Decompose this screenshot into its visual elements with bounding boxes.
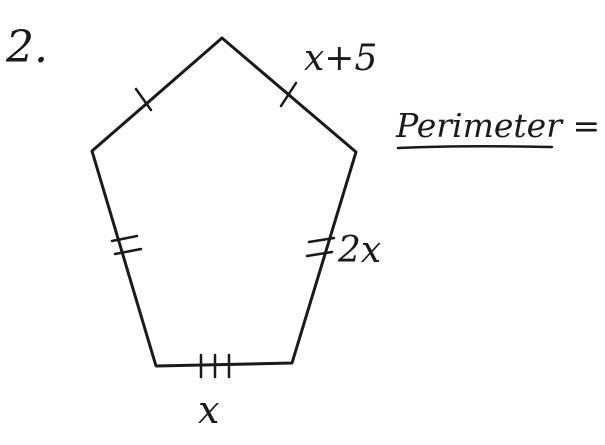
tick-mark-double-left-2: [113, 247, 143, 256]
tick-mark-single-right: [279, 81, 298, 108]
tick-mark-double-left-1: [110, 234, 139, 243]
tick-mark-double-right-2: [305, 250, 334, 258]
tick-mark-double-right-1: [307, 236, 336, 244]
label-right-side: 2x: [337, 230, 381, 271]
perimeter-label: Perimeter =: [395, 106, 600, 145]
pentagon-outline: [90, 36, 358, 368]
label-bottom-side: x: [198, 388, 219, 432]
problem-number: 2.: [5, 22, 48, 73]
perimeter-underline: [396, 144, 554, 150]
tick-mark-single-left: [134, 87, 153, 112]
label-top-right-side: x+5: [304, 38, 377, 79]
